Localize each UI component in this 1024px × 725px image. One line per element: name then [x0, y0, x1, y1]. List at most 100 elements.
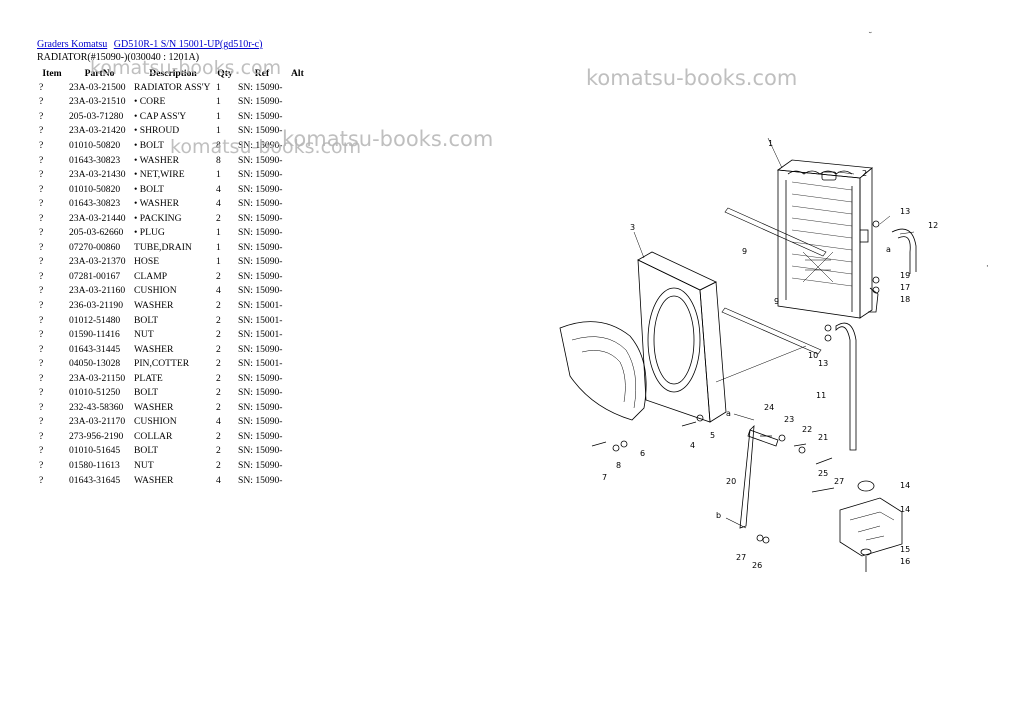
- cell-alt: [288, 167, 307, 182]
- cell-alt: [288, 429, 307, 444]
- cell-qty: 2: [216, 430, 221, 442]
- cell-ref: SN: 15090-: [238, 445, 283, 457]
- cell-partno: 01643-30823: [69, 198, 121, 210]
- cell-qty: 1: [216, 227, 221, 239]
- cell-description: NUT: [134, 459, 154, 471]
- header-ref: Ref: [254, 67, 270, 79]
- cell-partno: 01580-11613: [69, 459, 120, 471]
- cell-item: ?: [39, 81, 44, 93]
- table-row: ? 01580-11613 NUT 2 SN: 15090-: [37, 458, 307, 473]
- cell-item: ?: [39, 329, 44, 341]
- cell-ref: SN: 15090-: [238, 198, 283, 210]
- callout-label: 3: [630, 223, 635, 232]
- parts-table: Item PartNo Description Qty Ref Alt ?23A…: [37, 66, 307, 487]
- breadcrumb-link-category[interactable]: Graders Komatsu: [37, 39, 108, 50]
- cell-description: BOLT: [134, 387, 159, 399]
- cell-ref: SN: 15090-: [238, 212, 283, 224]
- cell-description: CUSHION: [134, 416, 177, 428]
- cell-ref: SN: 15090-: [238, 372, 283, 384]
- cell-qty: 2: [216, 459, 221, 471]
- cell-qty: 4: [216, 416, 221, 428]
- cell-alt: [288, 80, 307, 95]
- cell-partno: 205-03-62660: [69, 227, 124, 239]
- cell-alt: [288, 240, 307, 255]
- cell-alt: [288, 371, 307, 386]
- cell-partno: 04050-13028: [69, 358, 121, 370]
- cell-qty: 4: [216, 183, 221, 195]
- cell-partno: 23A-03-21370: [69, 256, 126, 268]
- cell-description: • BOLT: [134, 183, 164, 195]
- cell-item: ?: [39, 474, 44, 486]
- cell-description: • BOLT: [134, 139, 164, 151]
- cell-qty: 2: [216, 212, 221, 224]
- cell-partno: 01010-50820: [69, 183, 121, 195]
- cell-ref: SN: 15090-: [238, 430, 283, 442]
- cell-item: ?: [39, 459, 44, 471]
- cell-partno: 23A-03-21440: [69, 212, 126, 224]
- cell-alt: [288, 458, 307, 473]
- cell-ref: SN: 15090-: [238, 459, 283, 471]
- cell-partno: 07270-00860: [69, 241, 121, 253]
- cell-description: TUBE,DRAIN: [134, 241, 192, 253]
- cell-alt: [288, 342, 307, 357]
- cell-partno: 23A-03-21500: [69, 81, 126, 93]
- cell-item: ?: [39, 125, 44, 137]
- cell-description: • PLUG: [134, 227, 165, 239]
- callout-label: 21: [818, 433, 828, 442]
- cell-ref: SN: 15090-: [238, 387, 283, 399]
- cell-alt: [288, 284, 307, 299]
- cell-ref: SN: 15090-: [238, 139, 283, 151]
- cell-alt: [288, 124, 307, 139]
- cell-ref: SN: 15090-: [238, 474, 283, 486]
- cell-partno: 273-956-2190: [69, 430, 124, 442]
- cell-partno: 23A-03-21420: [69, 125, 126, 137]
- cell-partno: 01010-51645: [69, 445, 121, 457]
- cell-ref: SN: 15090-: [238, 343, 283, 355]
- cell-qty: 8: [216, 154, 221, 166]
- cell-partno: 23A-03-21510: [69, 96, 126, 108]
- callout-label: 14: [900, 481, 910, 490]
- cell-ref: SN: 15090-: [238, 183, 283, 195]
- cell-alt: [288, 109, 307, 124]
- breadcrumb-link-model[interactable]: GD510R-1 S/N 15001-UP(gd510r-c): [113, 39, 263, 50]
- cell-description: • NET,WIRE: [134, 169, 185, 181]
- cell-description: • CAP ASS'Y: [134, 110, 187, 122]
- cell-qty: 2: [216, 358, 221, 370]
- table-header-row: Item PartNo Description Qty Ref Alt: [37, 66, 307, 80]
- callout-label: 9: [742, 247, 747, 256]
- cell-description: HOSE: [134, 256, 160, 268]
- cell-alt: [288, 196, 307, 211]
- cell-partno: 232-43-58360: [69, 401, 124, 413]
- cell-alt: [288, 473, 307, 488]
- cell-alt: [288, 255, 307, 270]
- cell-item: ?: [39, 183, 44, 195]
- cell-item: ?: [39, 299, 44, 311]
- cell-ref: SN: 15090-: [238, 241, 283, 253]
- cell-ref: SN: 15090-: [238, 270, 283, 282]
- cell-ref: SN: 15090-: [238, 110, 283, 122]
- cell-description: BOLT: [134, 445, 159, 457]
- callout-label: 11: [816, 391, 826, 400]
- cell-ref: SN: 15090-: [238, 401, 283, 413]
- cell-qty: 1: [216, 256, 221, 268]
- cell-alt: [288, 415, 307, 430]
- callout-label: 24: [764, 403, 774, 412]
- cell-qty: 1: [216, 110, 221, 122]
- cell-item: ?: [39, 212, 44, 224]
- cell-qty: 1: [216, 96, 221, 108]
- callout-label: b: [716, 511, 721, 520]
- cell-alt: [288, 400, 307, 415]
- diagram-linework: [559, 137, 917, 572]
- cell-ref: SN: 15090-: [238, 96, 283, 108]
- cell-item: ?: [39, 96, 44, 108]
